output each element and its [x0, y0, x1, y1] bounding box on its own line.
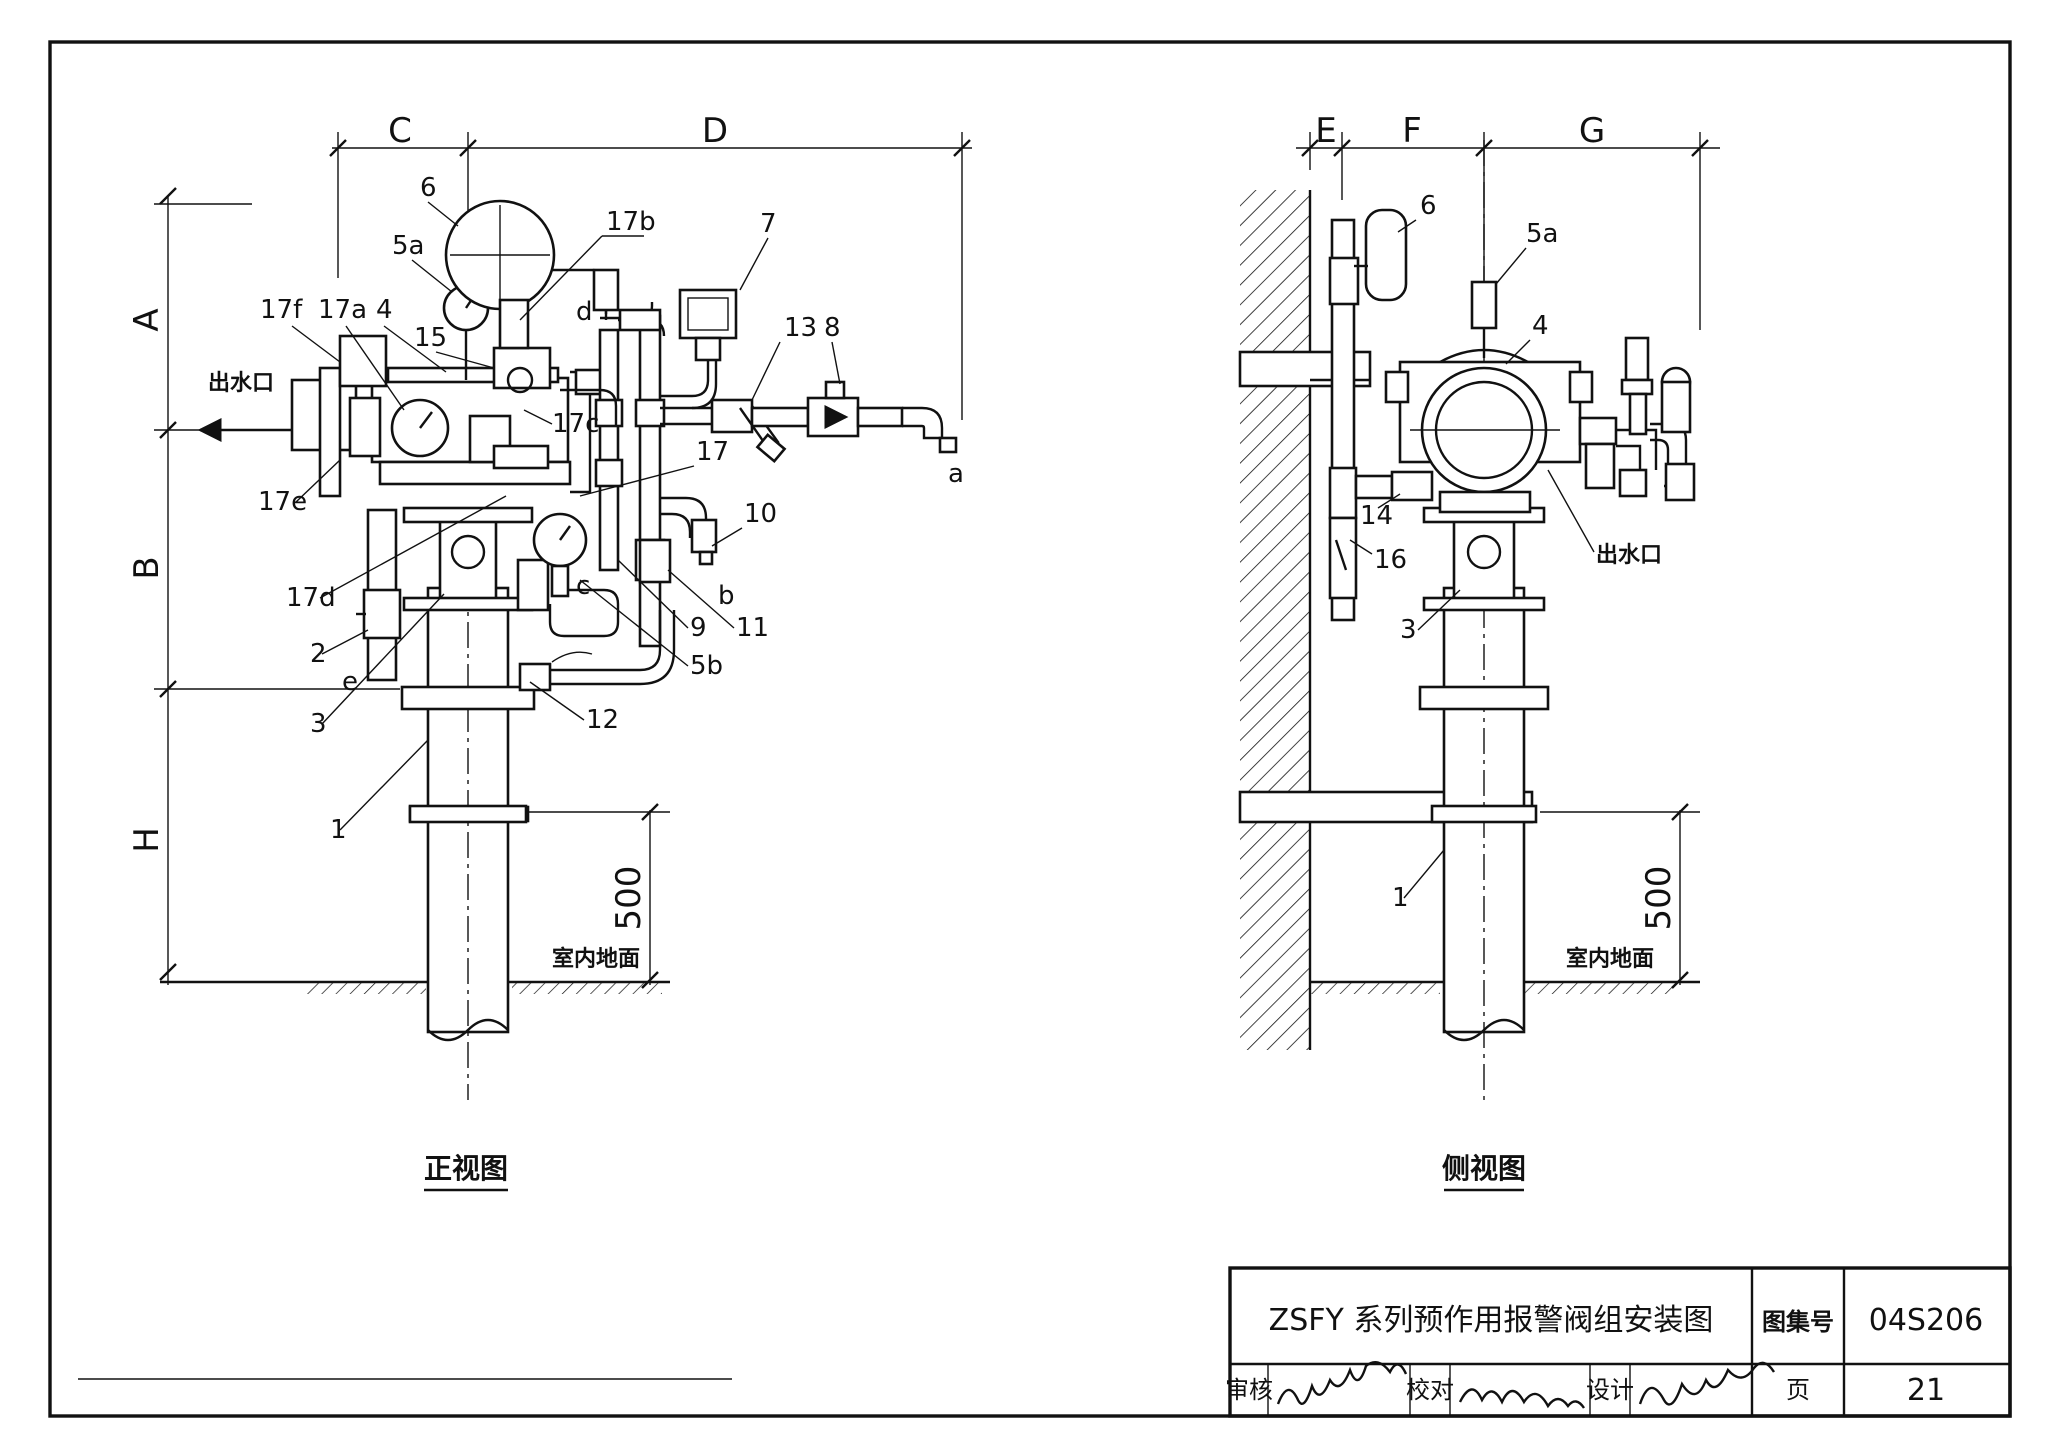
callout-15: 15 [414, 323, 447, 353]
dim-label-d: D [702, 111, 728, 151]
dim-label-g: G [1579, 111, 1605, 151]
callout-8: 8 [824, 313, 841, 343]
callout-6-side: 6 [1420, 191, 1437, 221]
caption-side-view: 侧视图 [1442, 1152, 1526, 1185]
page-number: 21 [1907, 1373, 1945, 1408]
dim-label-e: E [1315, 111, 1336, 151]
dim-label-a: A [127, 308, 167, 331]
callout-17a: 17a [318, 295, 367, 325]
dim-label-500-front: 500 [609, 866, 649, 931]
side-view: E F G 室内地面 500 [1238, 111, 1720, 1192]
wall-hatch [1240, 190, 1310, 1050]
callout-pe: e [342, 667, 358, 697]
callout-17e: 17e [258, 487, 307, 517]
signature-check [1458, 1388, 1585, 1409]
dim-label-b: B [127, 556, 167, 579]
callout-1-side: 1 [1392, 883, 1409, 913]
callout-3-front: 3 [310, 709, 327, 739]
callout-5a-side: 5a [1526, 219, 1558, 249]
callout-pb: b [718, 581, 735, 611]
callout-12: 12 [586, 705, 619, 735]
callout-17b: 17b [606, 207, 656, 237]
callout-5a-front: 5a [392, 231, 424, 261]
dim-label-500-side: 500 [1639, 866, 1679, 931]
callout-17c: 17c [552, 409, 599, 439]
callout-5b: 5b [690, 651, 723, 681]
caption-front-view: 正视图 [424, 1152, 508, 1185]
page-label: 页 [1786, 1376, 1810, 1404]
signature-design [1638, 1361, 1776, 1406]
dim-label-h: H [127, 827, 167, 853]
dim-label-c: C [388, 111, 412, 151]
valve-body-3 [438, 516, 498, 602]
trim-pipe-right [638, 314, 662, 648]
signature-review [1276, 1360, 1408, 1405]
floor-label-front: 室内地面 [552, 946, 640, 972]
front-view: C D A B H 500 室内地面 [127, 111, 972, 1192]
alarm-bell-side [1364, 208, 1408, 302]
callout-14: 14 [1360, 501, 1393, 531]
callout-10: 10 [744, 499, 777, 529]
title-block: ZSFY 系列预作用报警阀组安装图 图集号 04S206 审核 校对 设计 页 … [1225, 1266, 2012, 1418]
callout-4-side: 4 [1532, 311, 1549, 341]
atlas-label: 图集号 [1762, 1308, 1834, 1336]
floor-label-side: 室内地面 [1566, 946, 1654, 972]
callout-4-front: 4 [376, 295, 393, 325]
callout-pd: d [576, 297, 593, 327]
review-label: 审核 [1225, 1376, 1273, 1404]
sheet-border [48, 40, 2012, 1418]
check-label: 校对 [1406, 1376, 1454, 1404]
trim-pipe-left [598, 328, 620, 572]
dim-label-f: F [1402, 111, 1422, 151]
callout-7: 7 [760, 209, 777, 239]
callout-1-front: 1 [330, 815, 347, 845]
callout-11: 11 [736, 613, 769, 643]
callout-17: 17 [696, 437, 729, 467]
outlet-label-front: 出水口 [208, 371, 274, 396]
callout-9: 9 [690, 613, 707, 643]
callout-6-front: 6 [420, 173, 437, 203]
outlet-label-side: 出水口 [1596, 543, 1662, 568]
callout-16: 16 [1374, 545, 1407, 575]
callout-17d: 17d [286, 583, 336, 613]
callout-pa: a [948, 459, 964, 489]
callout-17f: 17f [260, 295, 303, 325]
atlas-number: 04S206 [1869, 1303, 1983, 1338]
callout-pc: c [576, 571, 590, 601]
drawing-title: ZSFY 系列预作用报警阀组安装图 [1269, 1303, 1714, 1338]
callout-13: 13 [784, 313, 817, 343]
callout-2: 2 [310, 639, 327, 669]
design-label: 设计 [1586, 1376, 1634, 1404]
callout-3-side: 3 [1400, 615, 1417, 645]
